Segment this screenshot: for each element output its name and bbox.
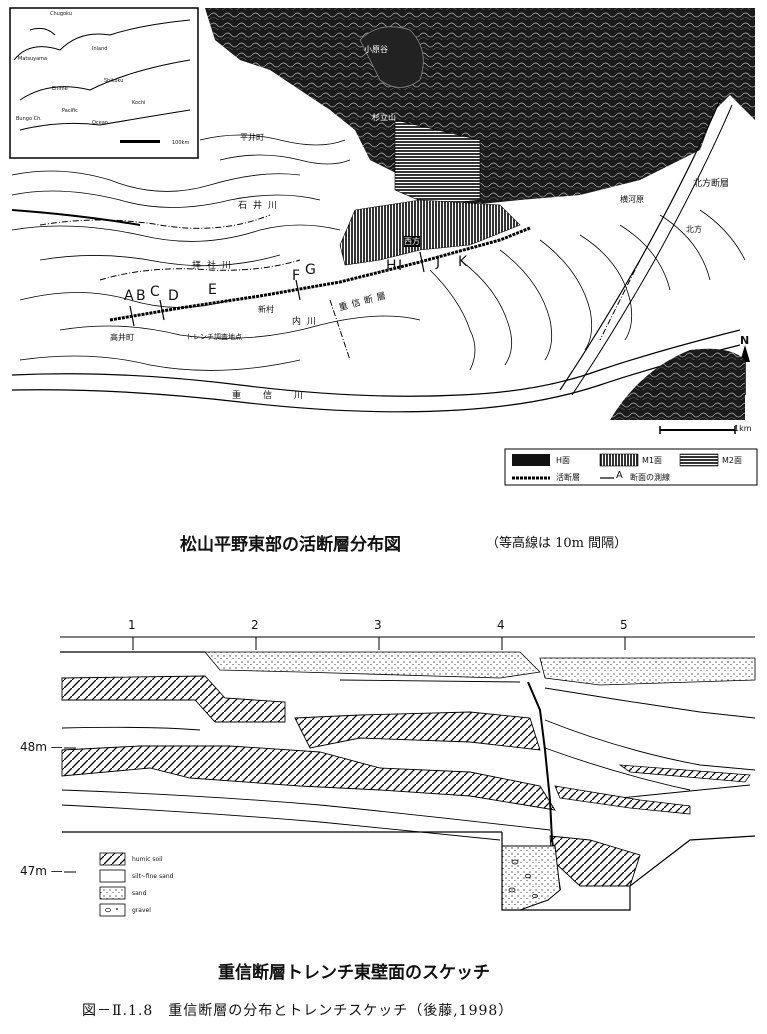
inset-label: Pacific [62,108,78,114]
legend-sand: sand [132,890,147,897]
inset-labels: Chugoku Matsuyama Inland Shikoku Pacific… [12,8,198,158]
legend-silt-fine-sand: silt~fine sand [132,873,174,880]
sand-layer-top [204,651,541,679]
inset-label: Kochi [132,100,146,106]
station-label: 5 [620,618,628,632]
map-legend [504,448,758,486]
place-label-shigenobu-river: 重信川 [232,391,326,401]
station-label: 1 [128,618,136,632]
humic-soil-band [61,675,286,723]
place-label-ishii-river: 石井川 [238,201,284,211]
section-letter: H [386,258,397,274]
section-letter: K [458,254,468,270]
legend-m2-surface: M2面 [722,456,742,465]
inset-label: Inland [92,46,108,52]
place-label-sugitate: 杉立山 [372,113,396,122]
m1-terrace [339,199,521,266]
section-letter: A [124,288,134,304]
section-letter: G [305,262,316,278]
legend-section-symbol: A [616,470,623,481]
inset-label: Ehime [52,86,68,92]
legend-section-line: 断面の測線 [630,473,670,482]
section-letter: J [436,254,441,270]
section-letter: D [168,288,179,304]
section-letter: F [292,268,301,284]
section-letter: C [150,284,160,300]
station-label: 4 [497,618,505,632]
place-label-kitakata-fault: 北方断層 [693,179,730,189]
trench-sketch [60,636,756,917]
place-label-trench-site: トレンチ調査地点 [186,333,242,341]
legend-h-surface: H面 [556,456,571,465]
shigenobu-river [11,329,741,397]
section-letter: I [398,258,403,274]
inset-label: Matsuyama [18,56,48,62]
place-label-kosha-river: 拝社川 [192,261,238,271]
fault-map [9,7,758,486]
legend-gravel: gravel [132,907,151,914]
sketch-labels: 1 2 3 4 5 48m — 47m — humic soil silt~fi… [0,600,767,945]
station-label: 2 [251,618,259,632]
map-scale-label: 1km [734,424,752,433]
place-label-yokogawara: 横河原 [620,195,644,204]
shigenobu-fault-line [109,226,531,322]
legend-active-fault: 活断層 [556,473,580,482]
place-label-uchi-river: 内川 [292,317,323,327]
inset-label: Shikoku [104,78,124,84]
legend-m1-surface: M1面 [642,456,662,465]
elevation-label-47m: 47m — [20,864,63,878]
sketch-caption: 重信断層トレンチ東壁面のスケッチ [218,963,490,983]
inset-scale-label: 100km [172,140,190,146]
place-label-kohara: 小原谷 [364,45,388,54]
mountain-area [205,8,755,205]
station-label: 3 [374,618,382,632]
map-caption: 松山平野東部の活断層分布図 [180,535,401,555]
map-labels: 平井町 石井川 拝社川 内川 重信断層 高井町 トレンチ調査地点 新村 重信川 … [0,0,767,490]
elevation-label-48m: 48m — [20,740,63,754]
place-label-takai: 高井町 [110,333,134,342]
place-label-kitakata: 北方 [686,225,702,234]
place-label-shigenobu-fault: 重信断層 [337,290,391,314]
section-letter: E [208,282,217,298]
legend-humic-soil: humic soil [132,856,163,863]
section-letter: B [136,288,146,304]
place-label-nishimi: 西方 [404,236,420,247]
humic-soil-band [294,711,541,751]
inset-label: Chugoku [50,11,72,17]
inset-label: Ocean [92,120,108,126]
north-label: N [740,334,750,347]
figure-caption: 図－Ⅱ.1.8 重信断層の分布とトレンチスケッチ（後藤,1998） [82,1003,514,1019]
place-label-hirai: 平井町 [240,133,264,142]
place-label-shin-mura: 新村 [258,305,274,314]
inset-map [9,7,199,159]
sketch-legend [99,852,126,917]
map-caption-note: （等高線は 10m 間隔） [486,536,628,551]
humic-soil-band [61,745,556,811]
inset-label: Bungo Ch. [16,116,42,122]
